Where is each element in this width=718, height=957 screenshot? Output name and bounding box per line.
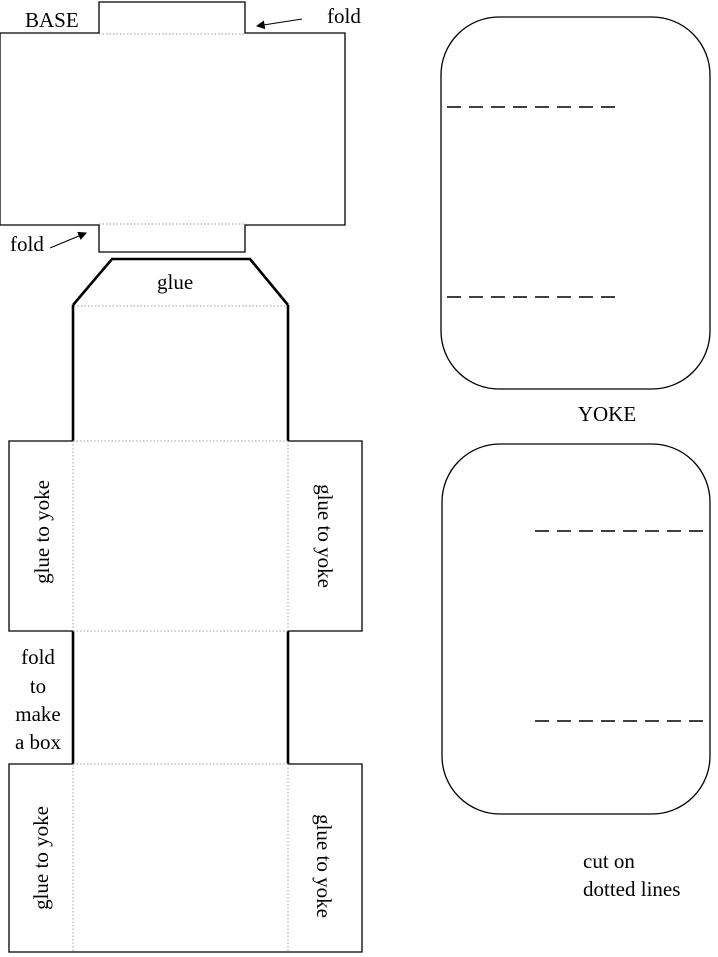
fold-arrow-left [49,231,88,249]
base-piece: BASE fold fold [0,1,361,256]
glue-to-yoke-label-lower-right: glue to yoke [312,814,336,918]
base-label: BASE [25,8,79,32]
glue-flap-outline [72,257,290,306]
fold-instruction-line-2: to [30,674,46,698]
fold-instruction-line-3: make [15,702,60,726]
fold-label-top: fold [327,4,361,28]
fold-instruction-line-1: fold [21,645,55,669]
upper-flaps-outline [8,440,363,632]
cut-instruction-line-2: dotted lines [583,877,680,901]
cut-instruction-line-1: cut on [583,849,635,873]
base-outline [0,1,346,253]
yoke-top-outline [440,16,711,390]
yoke-label: YOKE [578,402,636,426]
yoke-pieces: YOKE cut on dotted lines [440,16,711,901]
lower-flaps-outline [8,763,363,953]
box-net: glue glue to yoke glue to yoke glue to y… [8,257,363,953]
fold-instruction-line-4: a box [15,730,62,754]
yoke-bottom-outline [441,443,711,815]
fold-arrow-top [255,18,303,30]
glue-to-yoke-label-upper-left: glue to yoke [30,480,54,584]
fold-label-left: fold [10,232,44,256]
glue-to-yoke-label-upper-right: glue to yoke [313,484,337,588]
glue-label: glue [157,270,193,294]
fold-instruction: fold to make a box [15,645,62,754]
glue-to-yoke-label-lower-left: glue to yoke [29,806,53,910]
